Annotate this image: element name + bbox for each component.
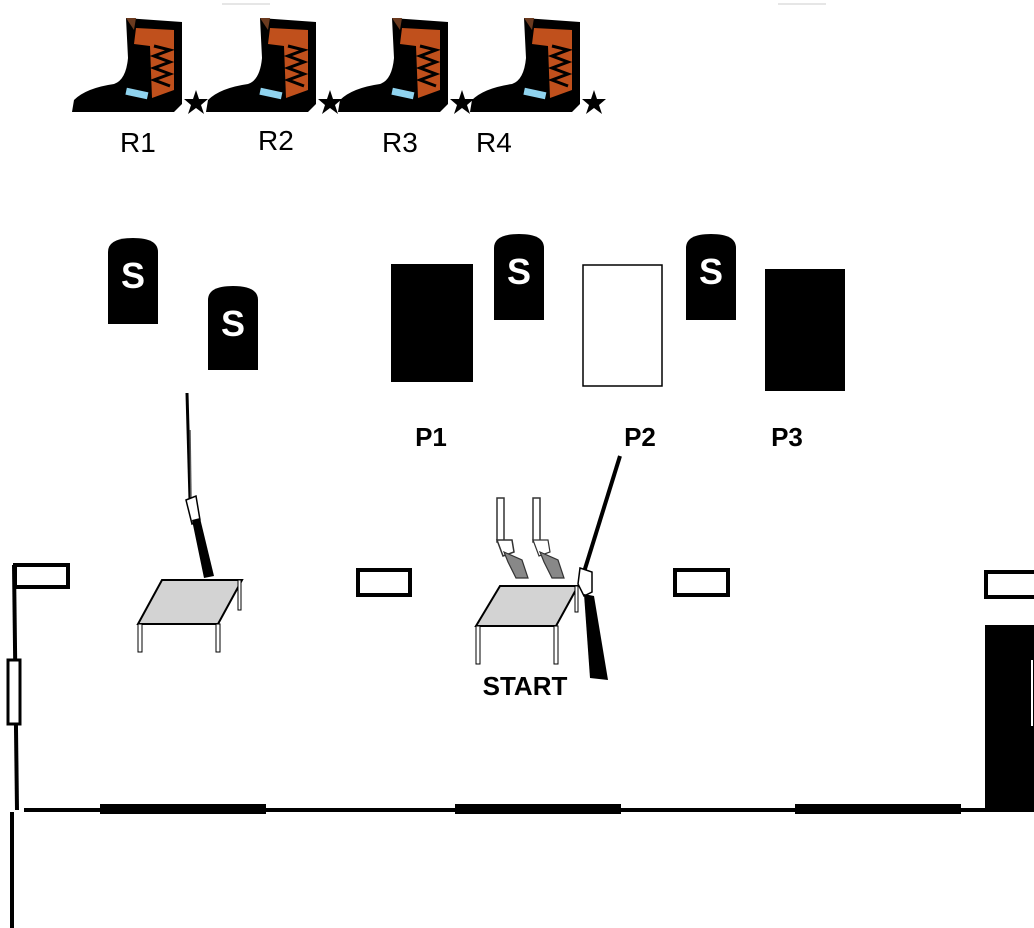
rifle-icon <box>185 392 214 578</box>
firing-line-segment <box>795 804 961 814</box>
revolver-icon <box>495 497 529 579</box>
pistol-target-label: P1 <box>415 422 447 452</box>
boot-icon <box>70 16 210 116</box>
boot-icon <box>336 16 476 116</box>
start-table: START <box>474 455 622 701</box>
rifle-table <box>136 392 244 653</box>
boot-icon <box>204 16 344 116</box>
shotgun-target-label: S <box>221 303 245 344</box>
pistol-target-p2 <box>582 264 663 387</box>
boot-icon <box>468 16 608 116</box>
tombstone-target-icon <box>494 234 544 320</box>
rifle-target-label: R2 <box>258 125 294 156</box>
marker-box <box>984 570 1034 599</box>
rifle-target-r4: R4 <box>468 16 608 158</box>
shotgun-target: S <box>208 286 258 370</box>
marker-box <box>356 568 412 597</box>
pistol-target-label: P2 <box>624 422 656 452</box>
rifle-target-label: R1 <box>120 127 156 158</box>
marker-box <box>673 568 730 597</box>
rifle-target-r1: R1 <box>70 16 210 158</box>
pistol-target-p3 <box>765 269 845 391</box>
firing-line-segment <box>100 804 266 814</box>
pistol-target-label: P3 <box>771 422 803 452</box>
flag-icon <box>6 563 70 928</box>
start-label: START <box>483 671 568 701</box>
revolver-icon <box>532 497 565 579</box>
shotgun-target: S <box>686 234 736 320</box>
shotgun-icon <box>577 455 622 680</box>
pistol-target-p1 <box>391 264 473 382</box>
rifle-target-r2: R2 <box>204 16 344 156</box>
firing-line-segment <box>455 804 621 814</box>
tombstone-target-icon <box>108 238 158 324</box>
shotgun-target-label: S <box>507 251 531 292</box>
table-icon <box>136 579 244 653</box>
rifle-target-r3: R3 <box>336 16 476 158</box>
shotgun-target: S <box>108 238 158 324</box>
tombstone-target-icon <box>208 286 258 370</box>
shotgun-target-label: S <box>121 255 145 296</box>
shotgun-target: S <box>494 234 544 320</box>
shotgun-target-label: S <box>699 251 723 292</box>
right-post <box>985 625 1034 808</box>
table-icon <box>474 585 580 665</box>
rifle-target-label: R4 <box>476 127 512 158</box>
tombstone-target-icon <box>686 234 736 320</box>
rifle-target-label: R3 <box>382 127 418 158</box>
